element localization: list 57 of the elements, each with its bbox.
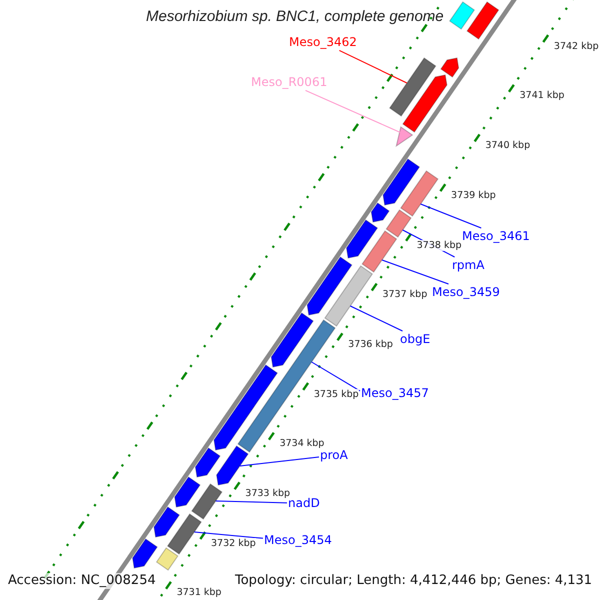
gene-feature [362, 230, 398, 273]
scale-label: 3736 kbp [348, 338, 393, 350]
gene-feature [449, 1, 475, 30]
gene-label: Meso_3461 [462, 229, 530, 244]
gene-feature [132, 538, 158, 569]
leader-line [311, 362, 360, 392]
gene-feature [216, 445, 249, 486]
gene-feature [466, 1, 500, 40]
gene-label: rpmA [452, 258, 484, 272]
gene-label: Meso_3462 [289, 35, 357, 50]
leader-line [239, 456, 320, 466]
scale-label: 3742 kbp [554, 40, 599, 52]
gene-feature [270, 312, 314, 368]
gene-feature [402, 74, 448, 133]
gene-feature [400, 170, 439, 217]
gene-feature [166, 513, 202, 555]
gene-label: Meso_3457 [361, 386, 429, 400]
leader-line [215, 500, 288, 504]
gene-label: proA [320, 448, 348, 462]
scale-label: 3735 kbp [314, 388, 359, 400]
gene-label: nadD [288, 496, 320, 510]
scale-label: 3734 kbp [280, 438, 324, 450]
scale-label: 3740 kbp [485, 140, 530, 152]
leader-line [338, 50, 408, 84]
scale-label: 3737 kbp [382, 289, 428, 301]
gene-feature [306, 256, 352, 316]
scale-label: 3733 kbp [245, 488, 290, 500]
gene-feature [440, 57, 460, 78]
gene-feature [346, 219, 378, 259]
genome-summary: Topology: circular; Length: 4,412,446 bp; Genes: 4,131 [235, 573, 592, 589]
gene-feature [174, 476, 201, 508]
gene-label: Meso_3459 [432, 285, 500, 300]
gene-feature [194, 447, 221, 478]
genome-title: Mesorhizobium sp. BNC1, complete genome [146, 8, 444, 26]
gene-feature [153, 506, 180, 538]
scale-label: 3731 kbp [176, 587, 222, 599]
leader-line [194, 532, 264, 539]
leader-line [305, 90, 402, 134]
gene-marker [396, 126, 414, 148]
scale-label: 3732 kbp [211, 538, 256, 550]
gene-feature [324, 265, 373, 327]
leader-line [420, 204, 482, 228]
scale-label: 3739 kbp [451, 190, 496, 202]
gene-feature [370, 202, 390, 223]
gene-label: obgE [400, 332, 430, 346]
leader-line [382, 260, 449, 284]
gene-feature [156, 547, 178, 571]
accession-text: Accession: NC_008254 [8, 573, 156, 589]
scale-label: 3741 kbp [520, 90, 564, 102]
gene-feature [191, 483, 223, 520]
gene-feature [386, 209, 412, 238]
gene-feature [382, 158, 420, 206]
leader-line [350, 306, 403, 332]
gene-feature [389, 57, 436, 117]
scale-label: 3738 kbp [416, 240, 462, 251]
gene-label: Meso_R0061 [251, 75, 328, 90]
gene-label: Meso_3454 [264, 533, 332, 548]
